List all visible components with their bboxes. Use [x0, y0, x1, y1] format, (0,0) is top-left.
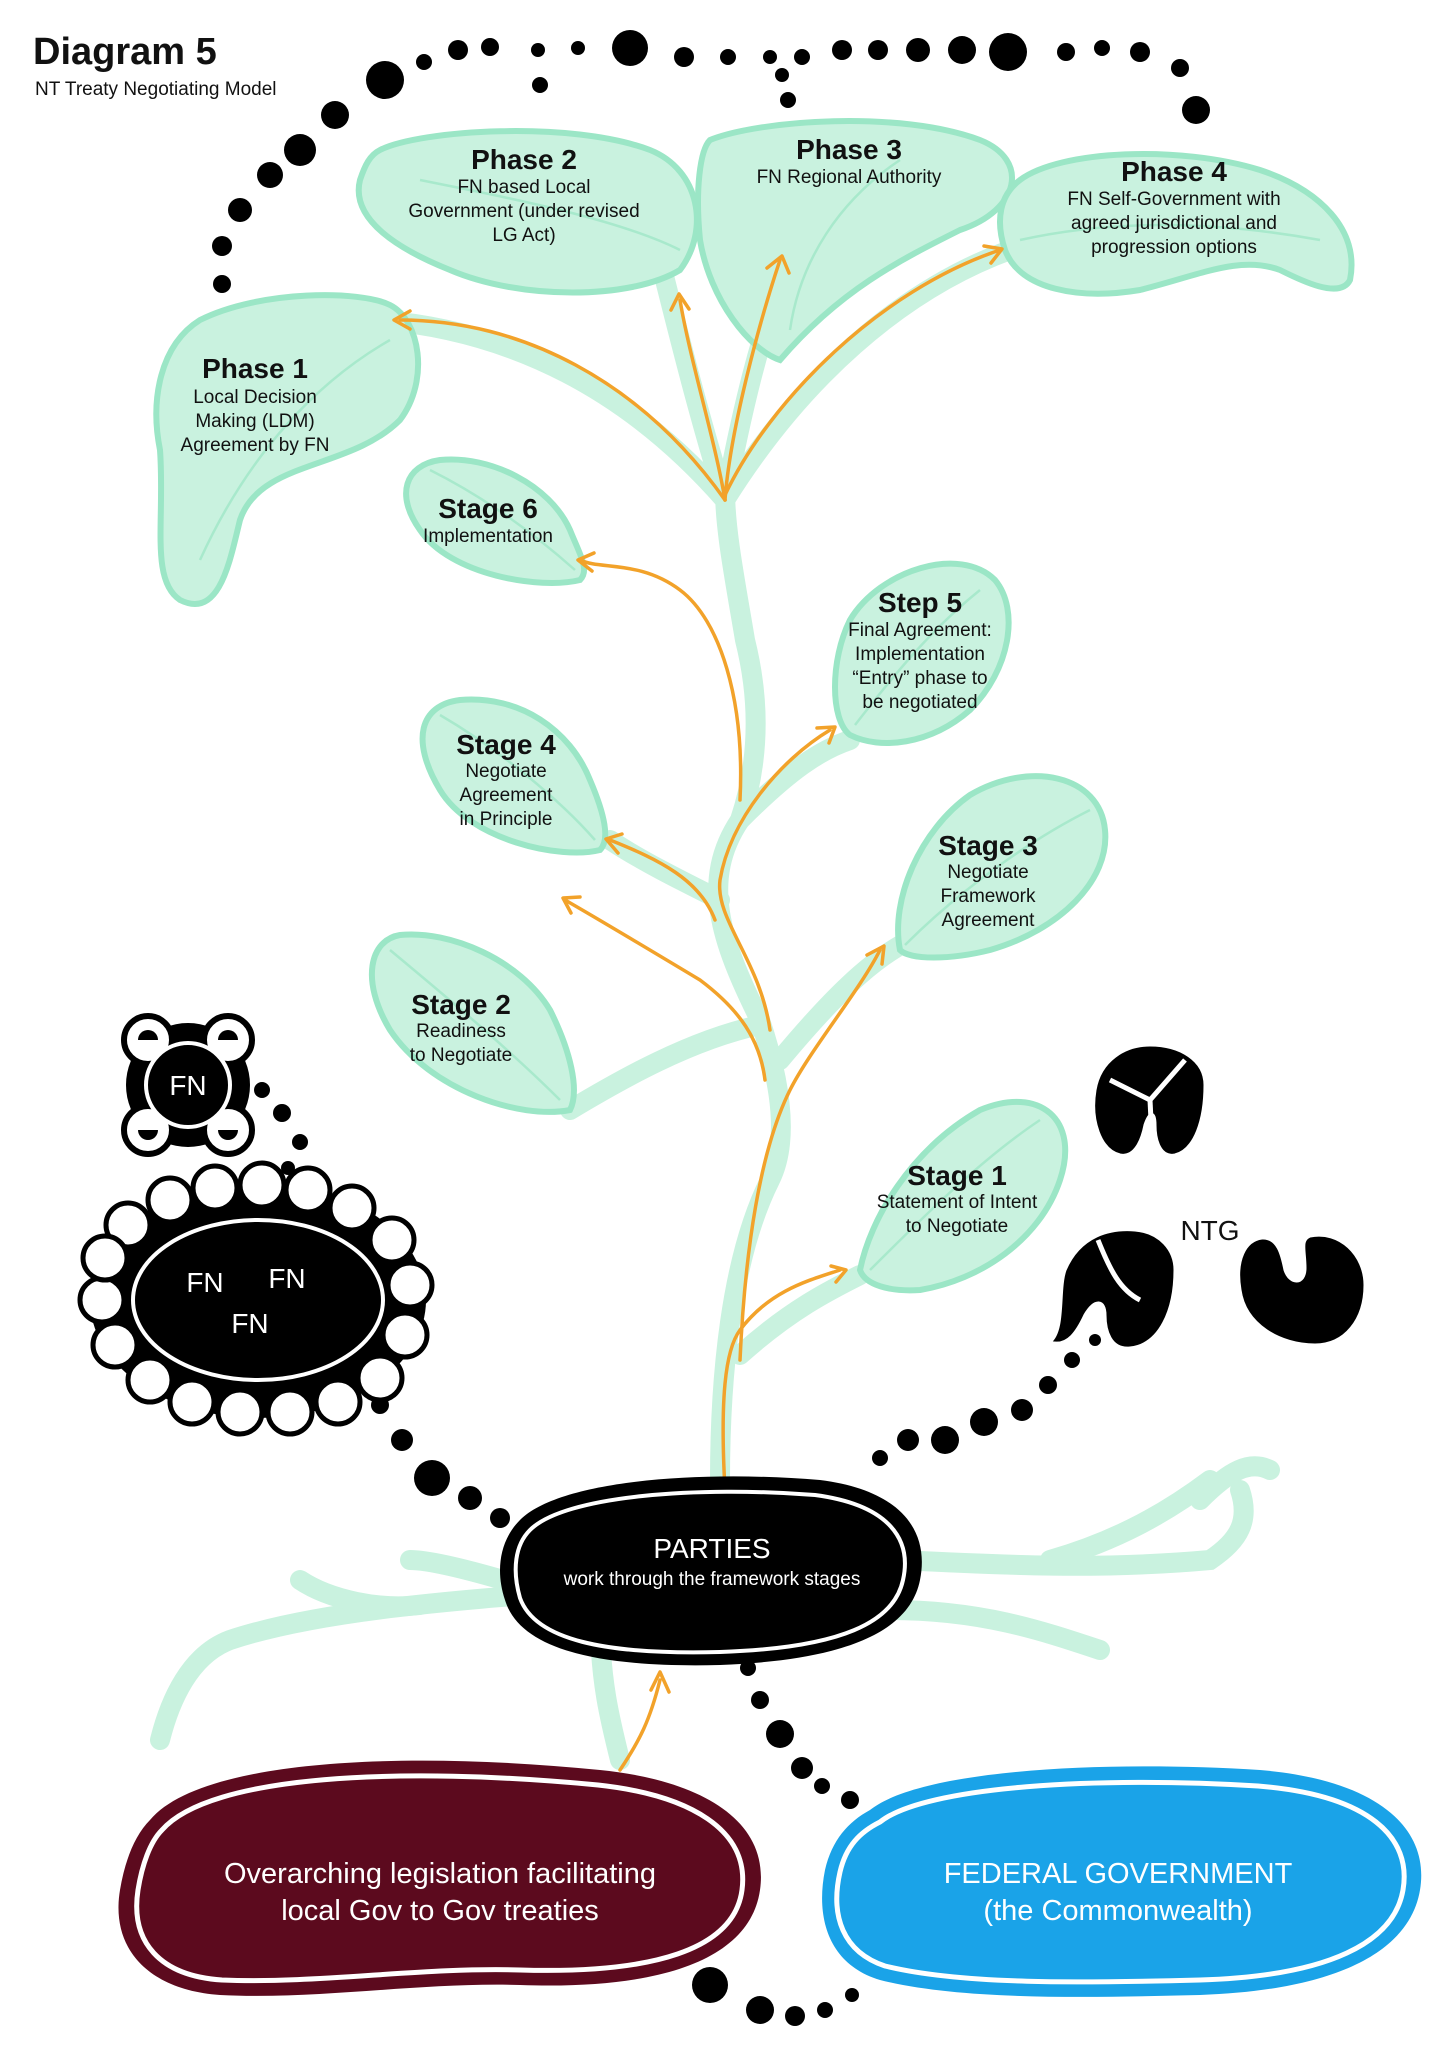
fn-group-symbol: FN FN FN	[77, 1160, 435, 1437]
fn-label-group-2: FN	[268, 1263, 305, 1294]
diagram-title: Diagram 5	[33, 31, 217, 73]
phase-1-label: Phase 1 Local Decision Making (LDM) Agre…	[181, 353, 330, 456]
parties-node: PARTIES work through the framework stage…	[500, 1476, 922, 1666]
stage-2-line-2: to Negotiate	[410, 1045, 512, 1066]
phase-2-line-3: LG Act)	[492, 225, 555, 246]
step-5-line-4: be negotiated	[862, 692, 977, 713]
stage-1-label: Stage 1 Statement of Intent to Negotiate	[877, 1160, 1038, 1237]
phase-4-heading: Phase 4	[1121, 156, 1227, 187]
step-5-line-1: Final Agreement:	[848, 620, 992, 641]
stage-4-heading: Stage 4	[456, 729, 556, 760]
step-5-label: Step 5 Final Agreement: Implementation “…	[848, 587, 992, 713]
stage-6-heading: Stage 6	[438, 493, 538, 524]
legislation-node: Overarching legislation facilitating loc…	[118, 1760, 761, 1996]
step-5-line-3: “Entry” phase to	[852, 668, 987, 689]
stage-4-line-1: Negotiate	[465, 761, 546, 782]
phase-4-line-2: agreed jurisdictional and	[1071, 213, 1277, 234]
federal-node: FEDERAL GOVERNMENT (the Commonwealth)	[822, 1766, 1422, 1997]
stage-1-line-1: Statement of Intent	[877, 1192, 1038, 1213]
stage-1-heading: Stage 1	[907, 1160, 1007, 1191]
fn-label-group-1: FN	[186, 1267, 223, 1298]
phase-leaves	[153, 118, 1355, 607]
phase-1-heading: Phase 1	[202, 353, 308, 384]
stage-3-line-2: Framework	[940, 886, 1036, 907]
fn-single-symbol: FN	[121, 1013, 255, 1157]
phase-2-line-2: Government (under revised	[408, 201, 639, 222]
stage-3-line-3: Agreement	[942, 910, 1036, 931]
stage-2-heading: Stage 2	[411, 989, 511, 1020]
stage-1-line-2: to Negotiate	[906, 1216, 1008, 1237]
diagram-subtitle: NT Treaty Negotiating Model	[35, 79, 277, 100]
parties-heading: PARTIES	[653, 1533, 770, 1564]
ntg-label: NTG	[1180, 1215, 1239, 1246]
legislation-line-1: Overarching legislation facilitating	[224, 1858, 656, 1890]
phase-3-label: Phase 3 FN Regional Authority	[757, 134, 942, 188]
stage-2-line-1: Readiness	[416, 1021, 506, 1042]
dot-trails	[212, 30, 1210, 2026]
phase-3-line-1: FN Regional Authority	[757, 167, 942, 188]
phase-4-line-3: progression options	[1091, 237, 1257, 258]
phase-4-label: Phase 4 FN Self-Government with agreed j…	[1067, 156, 1280, 258]
legislation-line-2: local Gov to Gov treaties	[281, 1895, 599, 1927]
federal-line-2: (the Commonwealth)	[983, 1895, 1252, 1927]
step-5-line-2: Implementation	[855, 644, 985, 665]
stage-2-label: Stage 2 Readiness to Negotiate	[410, 989, 512, 1066]
stems	[370, 240, 1020, 1490]
stage-3-heading: Stage 3	[938, 830, 1038, 861]
phase-3-heading: Phase 3	[796, 134, 902, 165]
fn-label-single: FN	[169, 1070, 206, 1101]
arrows	[392, 244, 1004, 1772]
stage-3-label: Stage 3 Negotiate Framework Agreement	[938, 830, 1038, 931]
stage-4-label: Stage 4 Negotiate Agreement in Principle	[456, 729, 556, 830]
phase-4-line-1: FN Self-Government with	[1067, 189, 1280, 210]
ntg-symbols: NTG	[1046, 1043, 1367, 1350]
fn-label-group-3: FN	[231, 1308, 268, 1339]
phase-2-label: Phase 2 FN based Local Government (under…	[408, 144, 639, 246]
stage-4-line-3: in Principle	[460, 809, 553, 830]
phase-1-line-2: Making (LDM)	[195, 411, 314, 432]
stage-4-line-2: Agreement	[460, 785, 554, 806]
stage-3-line-1: Negotiate	[947, 862, 1028, 883]
federal-line-1: FEDERAL GOVERNMENT	[944, 1858, 1293, 1890]
step-5-heading: Step 5	[878, 587, 962, 618]
stage-6-label: Stage 6 Implementation	[423, 493, 553, 547]
phase-1-line-1: Local Decision	[193, 387, 317, 408]
stage-6-line-1: Implementation	[423, 526, 553, 547]
parties-subtitle: work through the framework stages	[563, 1569, 861, 1590]
phase-2-heading: Phase 2	[471, 144, 577, 175]
phase-1-line-3: Agreement by FN	[181, 435, 330, 456]
phase-2-line-1: FN based Local	[457, 177, 590, 198]
stage-leaves	[368, 456, 1109, 1294]
